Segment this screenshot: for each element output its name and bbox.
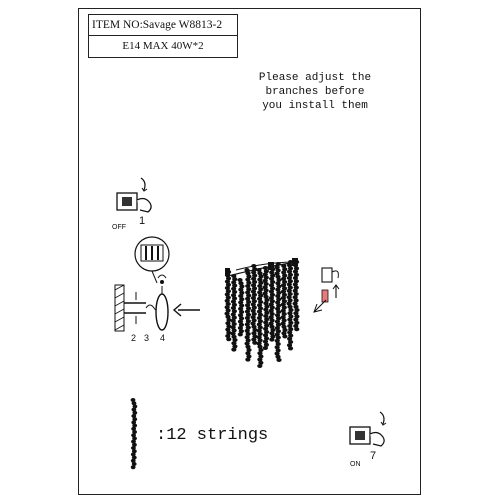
- terminal-detail-icon: [134, 236, 170, 284]
- item-number: ITEM NO:Savage W8813-2: [89, 15, 237, 36]
- strings-count-label: :12 strings: [156, 426, 269, 445]
- power-switch-off-icon: [116, 177, 152, 213]
- back-plate-icon: [155, 274, 169, 331]
- step-4-number: 4: [160, 333, 166, 343]
- adjust-branches-note: Please adjust the branches before you in…: [248, 71, 382, 113]
- single-string-icon: [130, 398, 138, 470]
- power-switch-on-icon: [349, 411, 387, 447]
- bulb-spec: E14 MAX 40W*2: [122, 40, 204, 52]
- note-line-1: Please adjust the: [258, 72, 372, 84]
- step-1-number: 1: [139, 215, 146, 227]
- left-arrow-icon: [172, 303, 200, 317]
- item-header-box: ITEM NO:Savage W8813-2 E14 MAX 40W*2: [88, 14, 238, 58]
- chandelier-icon: [224, 258, 300, 368]
- step-3-number: 3: [144, 333, 150, 343]
- bulb-insert-icon: [313, 267, 340, 313]
- step-2-number: 2: [131, 333, 137, 343]
- off-label: OFF: [112, 224, 126, 231]
- instruction-sheet-border: [78, 8, 421, 495]
- note-line-3: you install them: [262, 100, 368, 112]
- step-7-number: 7: [370, 450, 377, 462]
- note-line-2: branches before: [265, 86, 365, 98]
- on-label: ON: [350, 461, 361, 468]
- wall-mount-icon: [114, 284, 163, 332]
